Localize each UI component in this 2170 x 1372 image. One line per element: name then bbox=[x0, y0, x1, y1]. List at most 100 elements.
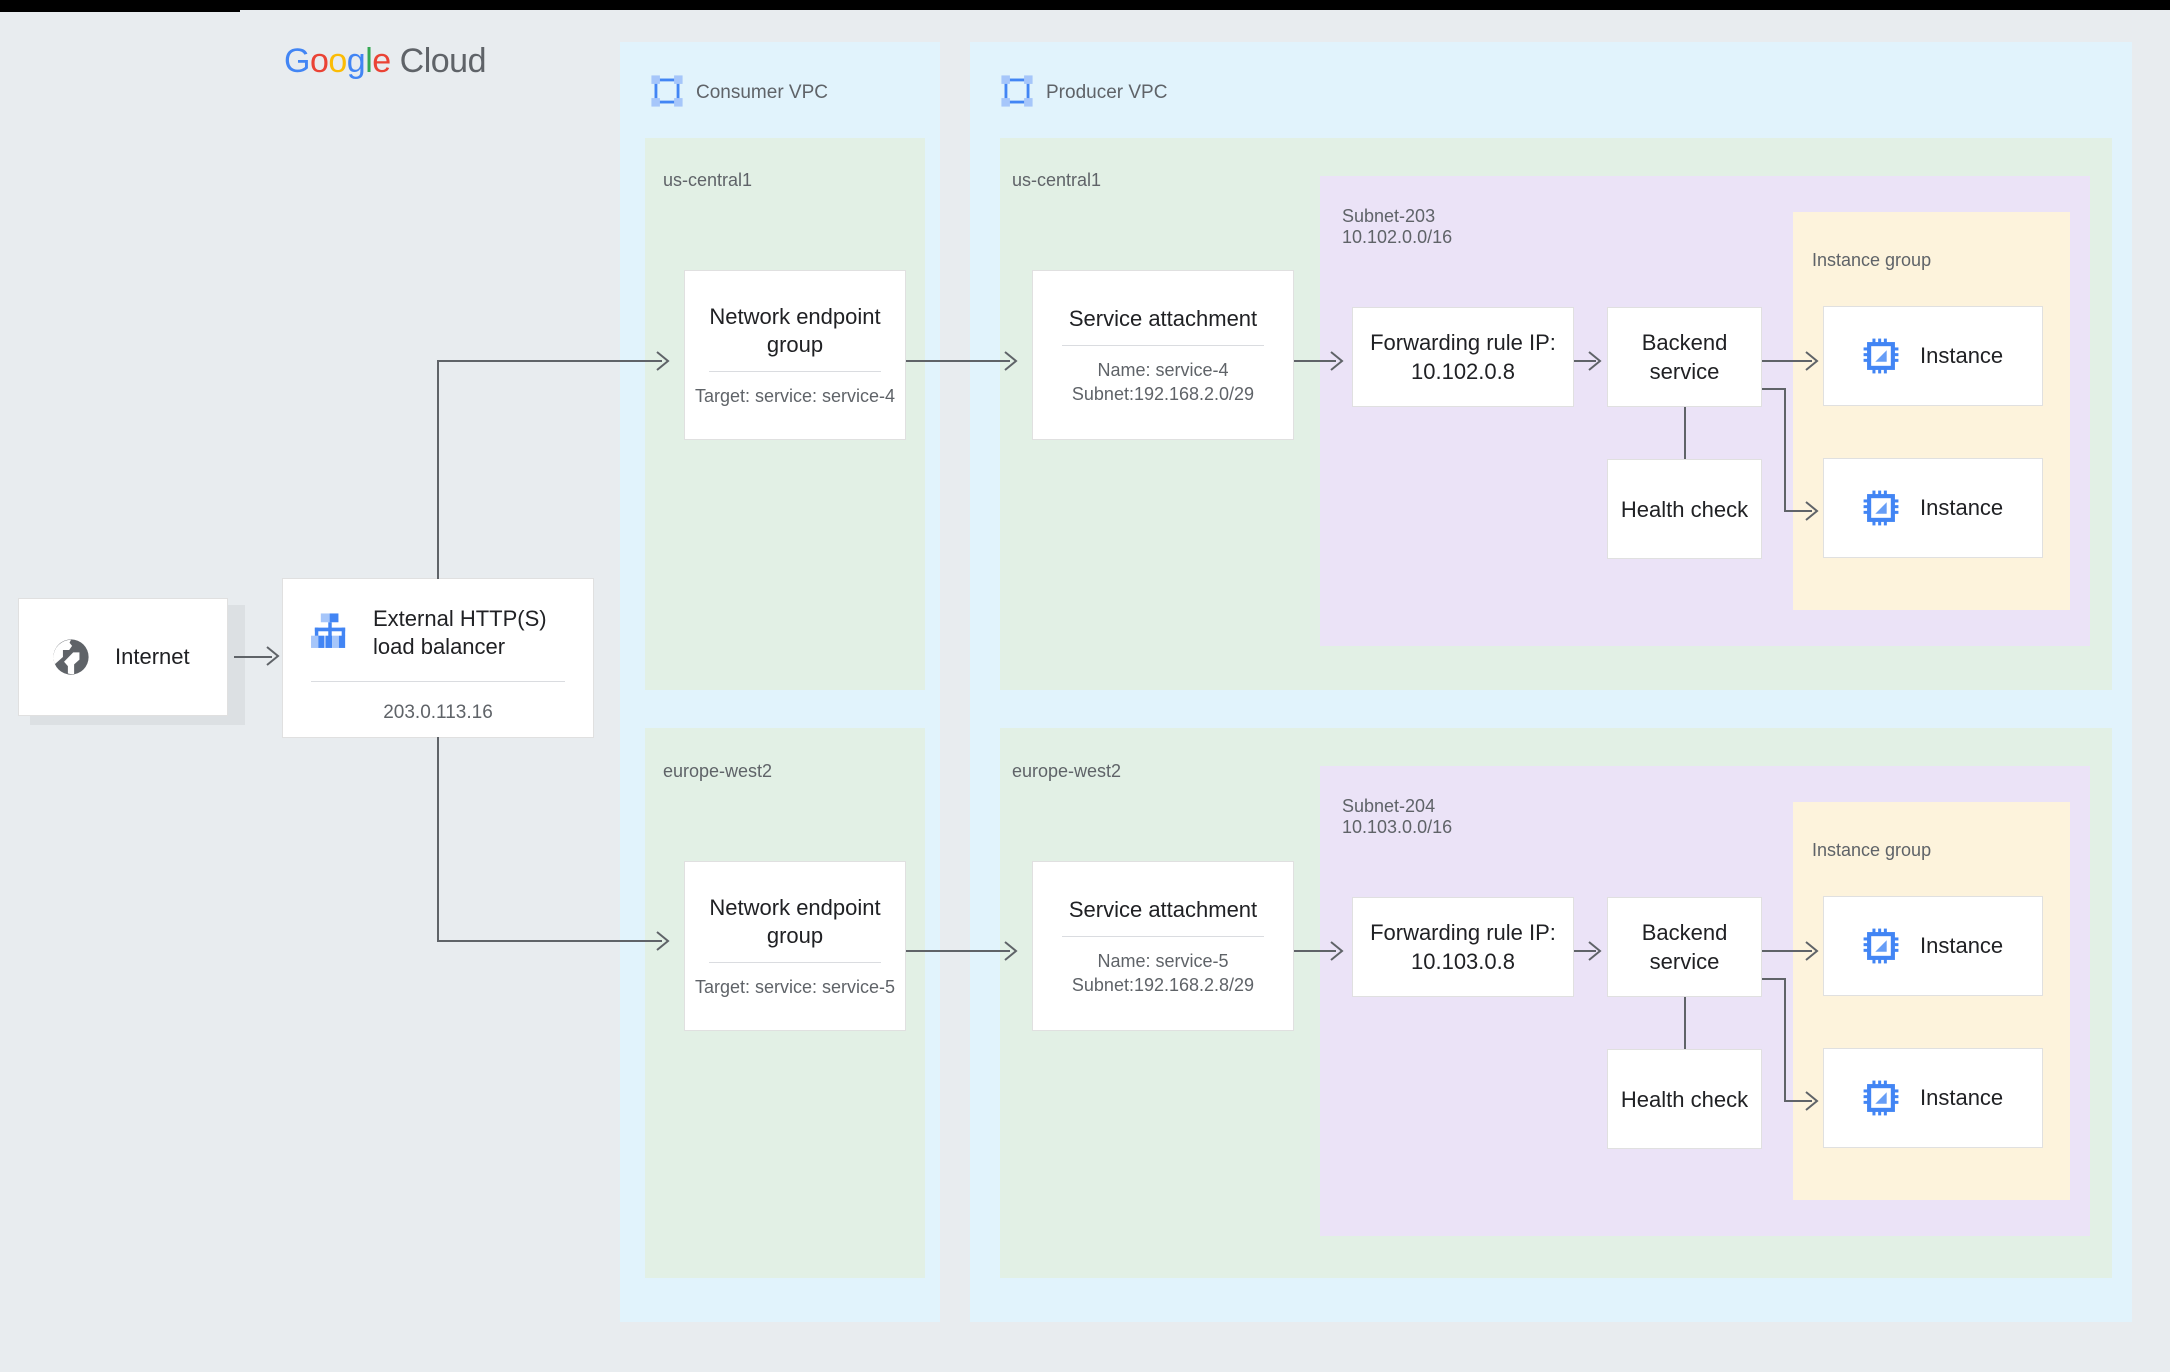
health-check-subnet-204[interactable]: Health check bbox=[1607, 1049, 1762, 1149]
instance-group-label-2: Instance group bbox=[1812, 840, 1932, 860]
logo-letter-g2: g bbox=[346, 42, 366, 80]
connector-bs2-to-instance2a bbox=[1762, 950, 1812, 952]
instance-card-2a[interactable]: Instance bbox=[1823, 896, 2043, 996]
connector-bs1-to-hc1 bbox=[1684, 407, 1686, 459]
neg-subtitle-1: Target: service: service-4 bbox=[694, 385, 896, 406]
connector-sa1-to-fr1 bbox=[1294, 360, 1336, 362]
logo-letter-l: l bbox=[365, 42, 373, 80]
logo-word-cloud: Cloud bbox=[399, 42, 487, 80]
load-balancer-card[interactable]: External HTTP(S) load balancer 203.0.113… bbox=[282, 578, 594, 738]
connector-neg1-to-sa1 bbox=[906, 360, 1010, 362]
cpu-chip-icon bbox=[1862, 1079, 1900, 1117]
instance-group-label-1: Instance group bbox=[1812, 250, 1932, 270]
service-attachment-subtitle-2: Name: service-5 Subnet:192.168.2.8/29 bbox=[1071, 950, 1255, 995]
instance-card-1b[interactable]: Instance bbox=[1823, 458, 2043, 558]
load-balancer-divider bbox=[310, 681, 566, 682]
arrowhead-neg2-to-sa2 bbox=[1004, 941, 1018, 961]
arrowhead-internet-to-lb bbox=[266, 646, 280, 666]
internet-label: Internet bbox=[115, 644, 190, 669]
connector-bs1-to-instance1a bbox=[1762, 360, 1812, 362]
backend-service-title-2: Backend service bbox=[1641, 920, 1728, 974]
subnet-204-name: Subnet-204 bbox=[1342, 796, 1436, 816]
connector-fr2-to-bs2 bbox=[1574, 950, 1596, 952]
connector-bs2-to-hc2 bbox=[1684, 997, 1686, 1049]
neg-title-2: Network endpoint group bbox=[709, 894, 881, 948]
subnet-204-label: Subnet-204 10.103.0.0/16 bbox=[1342, 796, 1452, 838]
load-balancer-icon bbox=[307, 610, 353, 656]
service-attachment-divider-1 bbox=[1061, 344, 1265, 346]
arrowhead-bs2-to-instance2a bbox=[1805, 941, 1819, 961]
load-balancer-title: External HTTP(S) load balancer bbox=[373, 606, 547, 659]
subnet-204-cidr: 10.103.0.0/16 bbox=[1342, 817, 1453, 837]
neg-divider-1 bbox=[709, 370, 881, 372]
top-black-bar-step bbox=[0, 8, 240, 12]
subnet-203-cidr: 10.102.0.0/16 bbox=[1342, 227, 1453, 247]
subnet-203-name: Subnet-203 bbox=[1342, 206, 1436, 226]
producer-region-us-central1-label: us-central1 bbox=[1012, 170, 1102, 190]
logo-letter-e: e bbox=[372, 42, 391, 80]
network-endpoint-group-europe-west2[interactable]: Network endpoint group Target: service: … bbox=[684, 861, 906, 1031]
cpu-chip-icon bbox=[1862, 489, 1900, 527]
network-endpoint-group-us-central1[interactable]: Network endpoint group Target: service: … bbox=[684, 270, 906, 440]
neg-subtitle-2: Target: service: service-5 bbox=[694, 976, 896, 997]
instance-card-1a[interactable]: Instance bbox=[1823, 306, 2043, 406]
instance-card-2b[interactable]: Instance bbox=[1823, 1048, 2043, 1148]
forwarding-rule-subnet-204[interactable]: Forwarding rule IP: 10.103.0.8 bbox=[1352, 897, 1574, 997]
arrowhead-bs1-to-instance1b bbox=[1805, 501, 1819, 521]
connector-bs1-to-instance1b-bot bbox=[1784, 510, 1812, 512]
internet-card[interactable]: Internet bbox=[18, 598, 228, 716]
health-check-title-2: Health check bbox=[1620, 1086, 1749, 1112]
arrowhead-sa1-to-fr1 bbox=[1330, 351, 1344, 371]
connector-bs2-to-instance2b-top bbox=[1762, 978, 1786, 980]
service-attachment-europe-west2[interactable]: Service attachment Name: service-5 Subne… bbox=[1032, 861, 1294, 1031]
forwarding-rule-title-1: Forwarding rule IP: 10.102.0.8 bbox=[1370, 330, 1556, 384]
arrowhead-lb-to-neg-1 bbox=[656, 351, 670, 371]
connector-lb-to-neg-2 bbox=[437, 940, 662, 942]
backend-service-title-1: Backend service bbox=[1641, 330, 1728, 384]
forwarding-rule-subnet-203[interactable]: Forwarding rule IP: 10.102.0.8 bbox=[1352, 307, 1574, 407]
arrowhead-bs2-to-instance2b bbox=[1805, 1091, 1819, 1111]
instance-label-2a: Instance bbox=[1920, 933, 2004, 958]
service-attachment-us-central1[interactable]: Service attachment Name: service-4 Subne… bbox=[1032, 270, 1294, 440]
instance-label-1a: Instance bbox=[1920, 343, 2004, 368]
connector-internet-to-lb bbox=[234, 656, 272, 658]
vpc-icon bbox=[1001, 75, 1033, 107]
connector-bs2-to-instance2b-vert bbox=[1784, 978, 1786, 1102]
backend-service-subnet-204[interactable]: Backend service bbox=[1607, 897, 1762, 997]
service-attachment-divider-2 bbox=[1061, 935, 1265, 937]
google-cloud-logo: Google Cloud bbox=[284, 42, 487, 81]
cpu-chip-icon bbox=[1862, 337, 1900, 375]
connector-lb-spine-down bbox=[437, 737, 439, 942]
neg-title-1: Network endpoint group bbox=[709, 303, 881, 357]
producer-region-europe-west2-label: europe-west2 bbox=[1012, 761, 1122, 781]
consumer-vpc-label: Consumer VPC bbox=[696, 82, 828, 103]
arrowhead-sa2-to-fr2 bbox=[1330, 941, 1344, 961]
load-balancer-ip: 203.0.113.16 bbox=[383, 702, 493, 723]
top-black-bar bbox=[0, 0, 2170, 10]
globe-icon bbox=[49, 635, 93, 679]
forwarding-rule-title-2: Forwarding rule IP: 10.103.0.8 bbox=[1370, 920, 1556, 974]
connector-bs1-to-instance1b-vert bbox=[1784, 388, 1786, 512]
connector-bs2-to-instance2b-bot bbox=[1784, 1100, 1812, 1102]
cpu-chip-icon bbox=[1862, 927, 1900, 965]
logo-letter-o1: o bbox=[309, 42, 329, 80]
load-balancer-header: External HTTP(S) load balancer bbox=[283, 605, 593, 661]
subnet-203-label: Subnet-203 10.102.0.0/16 bbox=[1342, 206, 1452, 248]
service-attachment-subtitle-1: Name: service-4 Subnet:192.168.2.0/29 bbox=[1071, 359, 1255, 404]
arrowhead-neg1-to-sa1 bbox=[1004, 351, 1018, 371]
service-attachment-title-1: Service attachment bbox=[1068, 305, 1258, 331]
logo-letter-o2: o bbox=[328, 42, 347, 80]
health-check-subnet-203[interactable]: Health check bbox=[1607, 459, 1762, 559]
health-check-title-1: Health check bbox=[1620, 496, 1749, 522]
connector-fr1-to-bs1 bbox=[1574, 360, 1596, 362]
neg-divider-2 bbox=[709, 961, 881, 963]
arrowhead-lb-to-neg-2 bbox=[656, 931, 670, 951]
consumer-region-us-central1-label: us-central1 bbox=[663, 170, 753, 190]
consumer-region-europe-west2-label: europe-west2 bbox=[663, 761, 773, 781]
instance-label-2b: Instance bbox=[1920, 1085, 2004, 1110]
service-attachment-title-2: Service attachment bbox=[1068, 896, 1258, 922]
connector-lb-spine-up bbox=[437, 360, 439, 579]
connector-sa2-to-fr2 bbox=[1294, 950, 1336, 952]
backend-service-subnet-203[interactable]: Backend service bbox=[1607, 307, 1762, 407]
vpc-icon bbox=[651, 75, 683, 107]
